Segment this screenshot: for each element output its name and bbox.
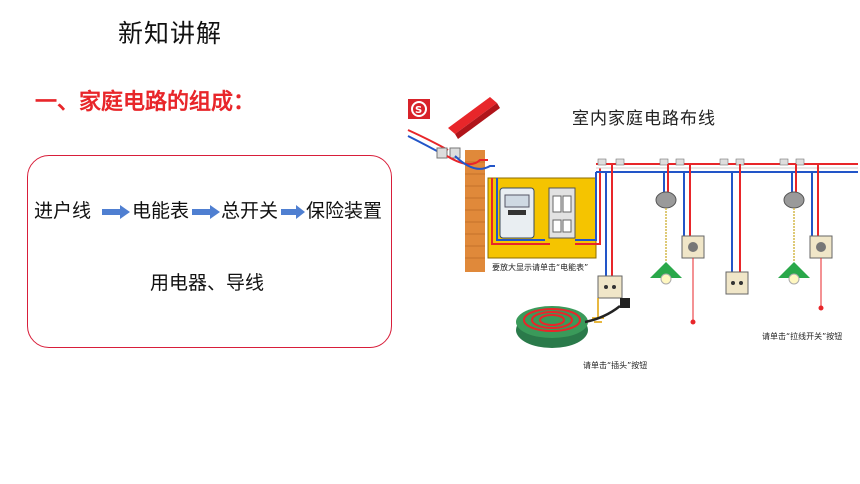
caption-pull-switch: 请单击“拉线开关”按钮 <box>762 332 843 341</box>
plug-icon[interactable] <box>620 298 630 308</box>
diagram-title: 室内家庭电路布线 <box>572 109 716 129</box>
roof-eave <box>448 97 497 134</box>
flow-step-fuse: 保险装置 <box>306 200 383 222</box>
flow-box: 进户线 电能表 总开关 保险装置 用电器、导线 <box>27 155 392 348</box>
section-heading: 一、家庭电路的组成： <box>35 90 256 115</box>
caption-plug: 请单击“插头”按钮 <box>583 361 648 370</box>
brick-wall <box>465 150 485 272</box>
flow-step-meter: 电能表 <box>132 200 190 222</box>
wiring-diagram: S <box>407 97 858 348</box>
electric-stove-icon[interactable] <box>516 306 588 348</box>
page-title: 新知讲解 <box>118 19 223 48</box>
flow-line-appliances: 用电器、导线 <box>150 272 265 294</box>
logo-icon: S <box>408 99 430 119</box>
arrow-right-icon <box>281 205 305 219</box>
wall-socket[interactable] <box>725 271 749 295</box>
flow-step-main-switch: 总开关 <box>221 200 279 222</box>
lamp-shade <box>650 262 682 278</box>
flow-row: 进户线 电能表 总开关 保险装置 <box>34 196 394 228</box>
caption-meter: 要放大显示请单击“电能表” <box>492 263 589 272</box>
arrow-right-icon <box>192 205 220 219</box>
arrow-right-icon <box>102 205 130 219</box>
flow-step-service-line: 进户线 <box>34 200 92 222</box>
lamp-shade <box>778 262 810 278</box>
svg-text:S: S <box>415 105 422 116</box>
wall-socket[interactable] <box>597 275 623 299</box>
